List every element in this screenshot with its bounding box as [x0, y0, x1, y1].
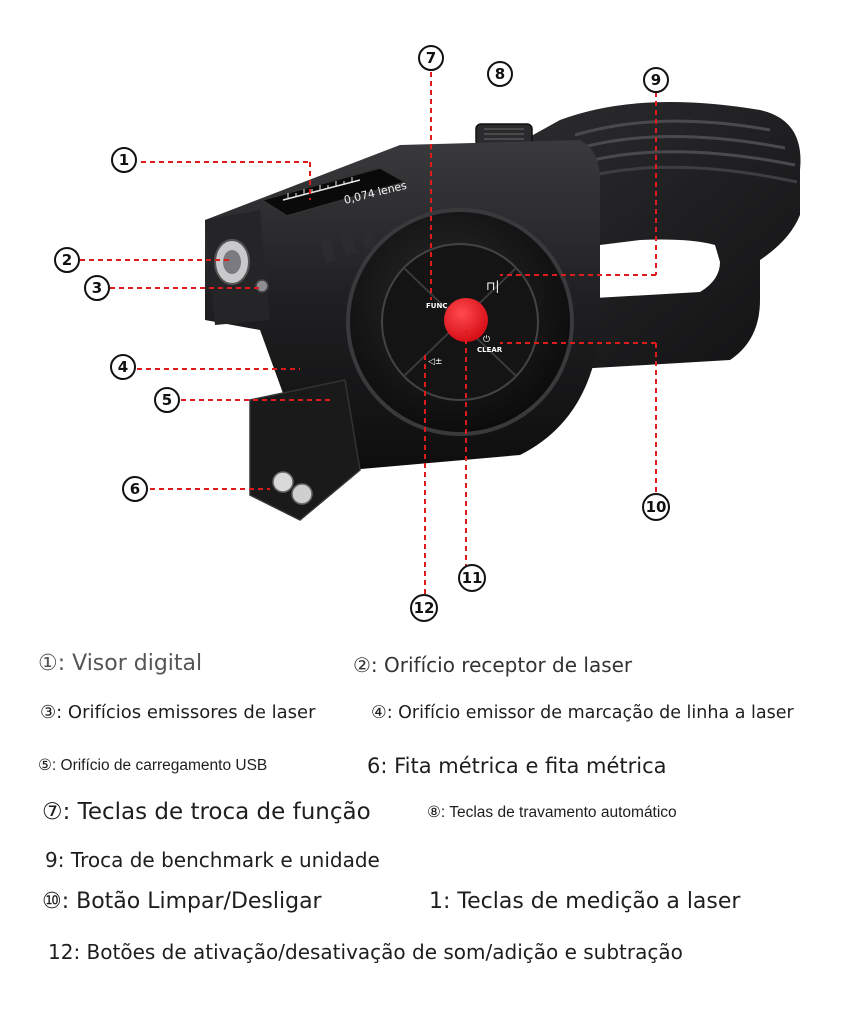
callout-10: 10 [646, 498, 667, 516]
callout-6: 6 [130, 480, 140, 498]
laser-emitter-hole [255, 279, 269, 293]
callout-1-circle [111, 147, 137, 173]
grip-ridge [589, 165, 798, 184]
power-icon: ⏻ [483, 334, 490, 345]
grip-ridge [584, 150, 796, 167]
callout-3-circle [84, 275, 110, 301]
callout-2: 2 [62, 251, 72, 269]
leader-lines [80, 72, 657, 594]
legend-item-medicao: 1: Teclas de medição a laser [429, 889, 741, 914]
callout-2-circle [54, 247, 80, 273]
side-vent [360, 222, 376, 250]
legend-item-travamento: ⑧: Teclas de travamento automático [427, 804, 677, 821]
callout-5-circle [154, 387, 180, 413]
callout-4-circle [110, 354, 136, 380]
tape-roller [291, 483, 313, 505]
legend-item-linha-laser: ④: Orifício emissor de marcação de linha… [371, 703, 794, 723]
legend-item-benchmark: 9: Troca de benchmark e unidade [45, 848, 380, 872]
sound-toggle-icon: ◁± [428, 357, 442, 367]
callout-4: 4 [118, 358, 128, 376]
side-vent [320, 236, 336, 264]
grip-ridge [579, 135, 786, 150]
callout-10-circle [642, 493, 670, 521]
func-button-label: FUNC [426, 302, 447, 310]
grip-ridge [574, 119, 771, 137]
side-vent [340, 229, 356, 257]
laser-receiver-lens-inner [223, 250, 241, 274]
callout-8-circle [487, 61, 513, 87]
legend-item-receptor: ②: Orifício receptor de laser [353, 653, 633, 677]
callout-12: 12 [414, 599, 435, 617]
legend-item-emissores: ③: Orifícios emissores de laser [40, 702, 316, 723]
unit-switch-icon: ⊓| [486, 279, 499, 293]
callout-markers: 1 2 3 4 5 6 7 8 9 10 11 12 [54, 45, 670, 622]
clear-button-label: CLEAR [477, 346, 503, 354]
callout-9-circle [643, 67, 669, 93]
legend-item-fita: 6: Fita métrica e fita métrica [367, 754, 667, 778]
laser-tape-device: 0,074 lenes FUNC ⊓| ◁± CLEAR ⏻ [205, 102, 801, 521]
callout-8: 8 [495, 65, 505, 83]
callout-3: 3 [92, 279, 102, 297]
lock-slider-grip [484, 128, 524, 140]
callout-9: 9 [651, 71, 661, 89]
legend-item-funcao: ⑦: Teclas de troca de função [42, 799, 371, 825]
legend-item-limpar: ⑩: Botão Limpar/Desligar [42, 889, 322, 914]
legend-item-visor: ①: Visor digital [38, 651, 203, 676]
device-diagram: 0,074 lenes FUNC ⊓| ◁± CLEAR ⏻ [54, 45, 801, 622]
callout-6-circle [122, 476, 148, 502]
digital-display [260, 167, 407, 217]
tape-roller [272, 471, 294, 493]
callout-7-circle [418, 45, 444, 71]
callout-7: 7 [426, 49, 436, 67]
measure-button [444, 298, 488, 342]
legend-item-usb: ⑤: Orifício de carregamento USB [38, 757, 268, 774]
legend-item-som: 12: Botões de ativação/desativação de so… [48, 940, 683, 964]
callout-11-circle [458, 564, 486, 592]
callout-12-circle [410, 594, 438, 622]
callout-11: 11 [462, 569, 483, 587]
display-ticks [287, 177, 353, 199]
callout-1: 1 [119, 151, 129, 169]
callout-5: 5 [162, 391, 172, 409]
